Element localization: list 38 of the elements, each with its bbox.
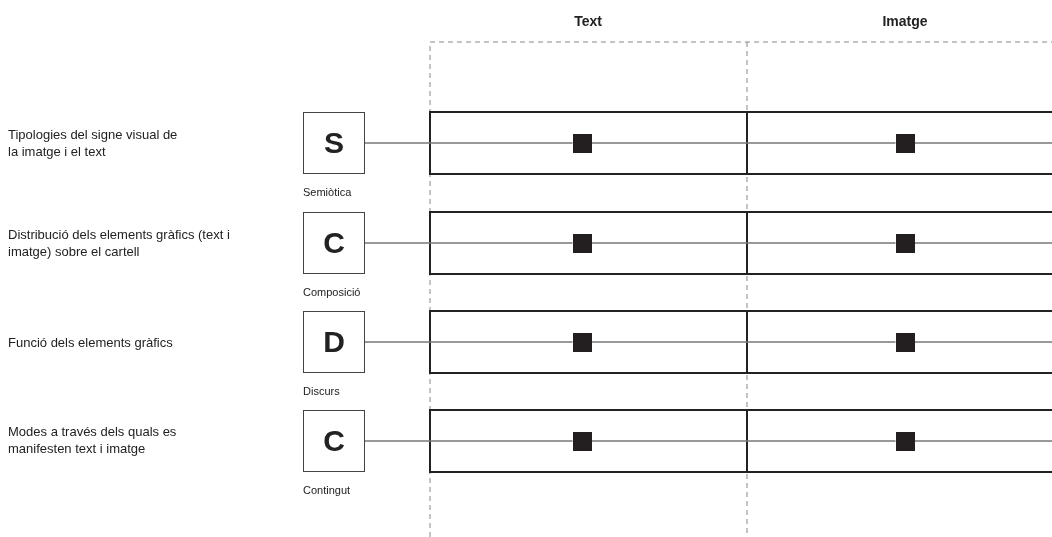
letter-label: D xyxy=(323,325,345,359)
connector-line xyxy=(590,341,897,343)
marker-square xyxy=(895,332,915,352)
connector-line xyxy=(913,341,1052,343)
letter-box xyxy=(303,212,365,274)
column-heading: Text xyxy=(573,13,603,30)
node-label: Composició xyxy=(303,286,361,298)
row-description: Distribució dels elements gràfics (text i imatge) sobre el cartell xyxy=(8,226,230,260)
connector-line xyxy=(364,242,574,244)
marker-square xyxy=(895,431,915,451)
marker-square xyxy=(895,133,915,153)
marker-square xyxy=(572,233,592,253)
connector-line xyxy=(364,341,574,343)
marker-square xyxy=(572,431,592,451)
row-description: Modes a través dels quals es manifesten text i imatge xyxy=(8,423,178,457)
connector-line xyxy=(364,440,574,442)
marker-square xyxy=(572,332,592,352)
letter-box xyxy=(303,112,365,174)
connector-line xyxy=(913,142,1052,144)
letter-box xyxy=(303,311,365,373)
node-label: Semiòtica xyxy=(303,186,352,198)
letter-label: C xyxy=(323,424,345,458)
row-description: Funció dels elements gràfics xyxy=(8,334,174,351)
column-heading: Imatge xyxy=(881,13,929,30)
node-label: Contingut xyxy=(303,484,351,496)
connector-line xyxy=(590,142,897,144)
marker-square xyxy=(895,233,915,253)
connector-line xyxy=(590,440,897,442)
connector-line xyxy=(913,440,1052,442)
letter-box xyxy=(303,410,365,472)
letter-label: S xyxy=(324,126,344,160)
row-description: Tipologies del signe visual de la imatge i el text xyxy=(8,126,179,160)
connector-line xyxy=(364,142,574,144)
connector-line xyxy=(590,242,897,244)
node-label: Discurs xyxy=(303,385,340,397)
marker-square xyxy=(572,133,592,153)
connector-line xyxy=(913,242,1052,244)
letter-label: C xyxy=(323,226,345,260)
